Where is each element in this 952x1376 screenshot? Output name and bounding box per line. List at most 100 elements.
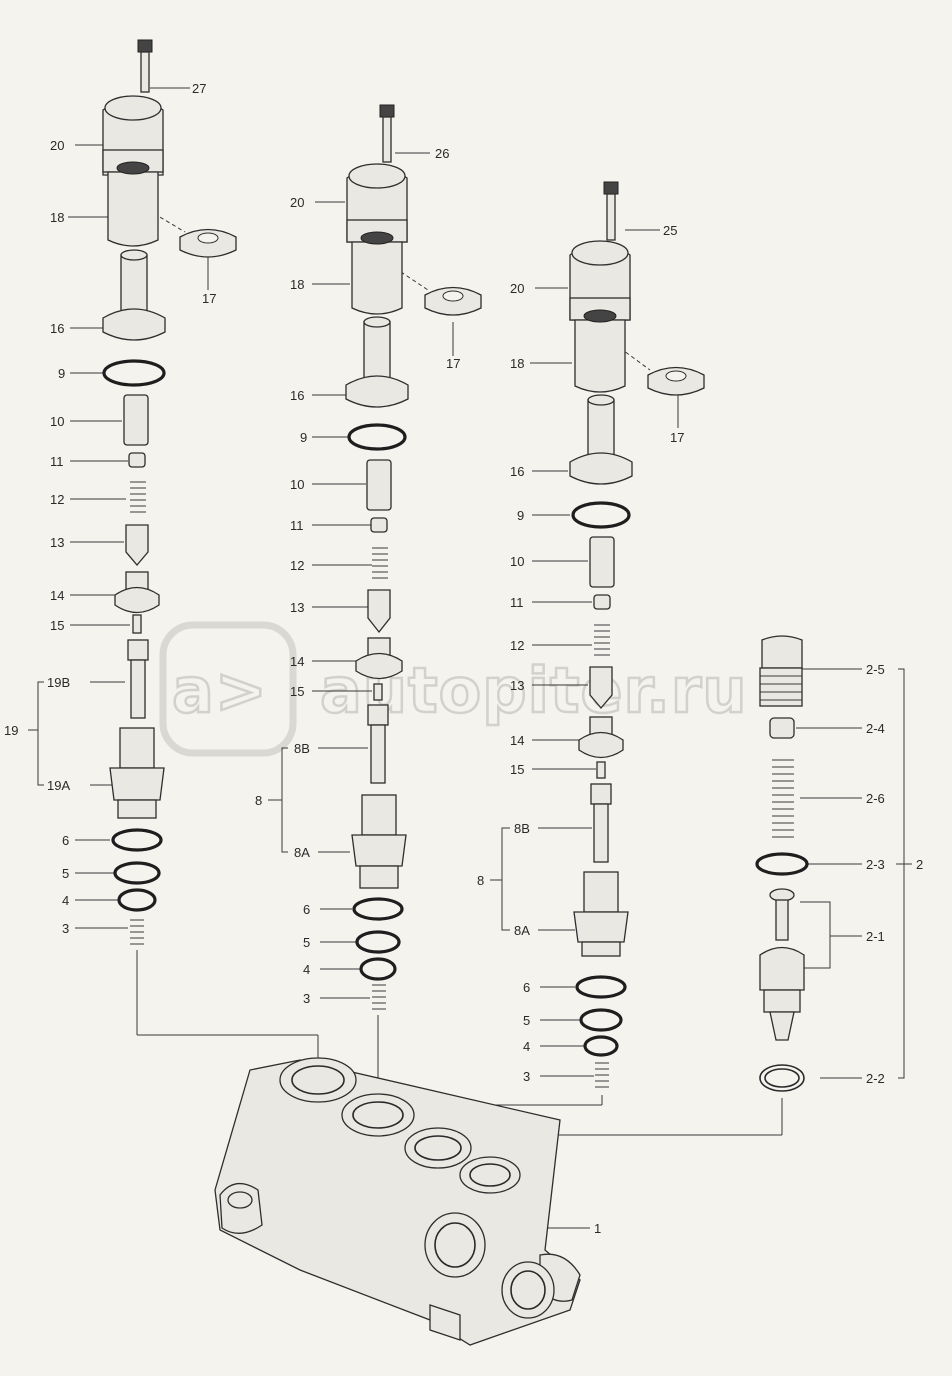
- label-18: 18: [510, 356, 524, 371]
- poppet-13: [125, 524, 149, 567]
- spacer-10: [366, 459, 392, 511]
- o-ring-4: [359, 957, 397, 981]
- seal-2-2: [759, 1064, 805, 1092]
- o-ring-9: [347, 423, 407, 451]
- label-8b: 8B: [294, 741, 310, 756]
- o-ring-4: [117, 888, 157, 912]
- label-6: 6: [523, 980, 530, 995]
- pipe-fitting-25: [603, 181, 619, 241]
- sleeve-18: [351, 231, 403, 315]
- body-8a: [573, 871, 629, 957]
- label-16: 16: [510, 464, 524, 479]
- label-18: 18: [50, 210, 64, 225]
- label-14: 14: [50, 588, 64, 603]
- label-3: 3: [62, 921, 69, 936]
- o-ring-6: [352, 897, 404, 921]
- label-5: 5: [523, 1013, 530, 1028]
- seat-11: [370, 517, 388, 533]
- label-2-2: 2-2: [866, 1071, 885, 1086]
- o-ring-6: [575, 975, 627, 999]
- label-13: 13: [510, 678, 524, 693]
- cap-2-4: [769, 717, 795, 739]
- label-13: 13: [290, 600, 304, 615]
- labels-column-d: 2-5 2-4 2-6 2-3 2 2-1 2-2: [866, 662, 923, 1086]
- o-ring-6: [111, 828, 163, 852]
- label-19b: 19B: [47, 675, 70, 690]
- label-18: 18: [290, 277, 304, 292]
- label-9: 9: [517, 508, 524, 523]
- label-15: 15: [50, 618, 64, 633]
- label-19a: 19A: [47, 778, 70, 793]
- pin-15: [373, 683, 383, 701]
- valve-body-1: [214, 1057, 581, 1346]
- spring-12: [594, 624, 610, 656]
- label-12: 12: [290, 558, 304, 573]
- label-2-5: 2-5: [866, 662, 885, 677]
- column-d-parts: [755, 635, 809, 1092]
- valve-assembly-2-1: [759, 888, 805, 1041]
- label-11: 11: [290, 518, 304, 533]
- label-12: 12: [50, 492, 64, 507]
- label-2-1: 2-1: [866, 929, 885, 944]
- spring-12: [372, 547, 388, 579]
- labels-column-c: 25 20 18 17 16 9 10 11 12 13 14 15 8 8B …: [477, 223, 684, 1084]
- label-8a: 8A: [514, 923, 530, 938]
- poppet-13: [589, 666, 613, 710]
- labels-column-b: 26 20 18 17 16 9 10 11 12 13 14 15 8 8B …: [255, 146, 460, 1006]
- watermark-logo-mark: a>: [172, 654, 268, 727]
- spring-12: [130, 481, 146, 513]
- column-a-parts: [102, 39, 237, 945]
- label-10: 10: [290, 477, 304, 492]
- spring-2-6: [772, 759, 794, 838]
- body-19a: [109, 727, 165, 819]
- spacer-10: [123, 394, 149, 446]
- poppet-13: [367, 589, 391, 634]
- label-4: 4: [523, 1039, 530, 1054]
- label-16: 16: [50, 321, 64, 336]
- pin-15: [596, 761, 606, 779]
- label-19: 19: [4, 723, 18, 738]
- o-ring-5: [113, 861, 161, 885]
- stem-19b: [127, 639, 149, 719]
- sleeve-18: [574, 309, 626, 393]
- seat-11: [128, 452, 146, 468]
- spring-3: [130, 919, 144, 945]
- spacer-10: [589, 536, 615, 588]
- o-ring-5: [355, 930, 401, 954]
- label-2-3: 2-3: [866, 857, 885, 872]
- stem-8b: [367, 704, 389, 784]
- label-20: 20: [290, 195, 304, 210]
- plunger-16: [569, 394, 633, 485]
- leader-lines: [28, 87, 912, 1229]
- label-10: 10: [50, 414, 64, 429]
- o-ring-9: [571, 501, 631, 529]
- watermark-logo-frame: [159, 621, 297, 757]
- o-ring-9: [102, 359, 166, 387]
- label-11: 11: [50, 454, 64, 469]
- nut-20: [569, 240, 631, 321]
- seat-11: [593, 594, 611, 610]
- label-1: 1: [594, 1221, 601, 1236]
- guide-14: [355, 637, 403, 680]
- label-3: 3: [523, 1069, 530, 1084]
- label-2-6: 2-6: [866, 791, 885, 806]
- plunger-16: [102, 249, 166, 341]
- spring-3: [595, 1062, 609, 1088]
- label-8b: 8B: [514, 821, 530, 836]
- label-27: 27: [192, 81, 206, 96]
- nut-20: [346, 163, 408, 243]
- o-ring-2-3: [755, 852, 809, 876]
- label-3: 3: [303, 991, 310, 1006]
- label-4: 4: [303, 962, 310, 977]
- label-2: 2: [916, 857, 923, 872]
- label-9: 9: [300, 430, 307, 445]
- label-20: 20: [50, 138, 64, 153]
- label-15: 15: [510, 762, 524, 777]
- plug-2-5: [759, 635, 803, 707]
- spring-3: [372, 984, 386, 1010]
- label-16: 16: [290, 388, 304, 403]
- pipe-fitting-26: [379, 104, 395, 163]
- sleeve-18: [107, 161, 159, 247]
- label-25: 25: [663, 223, 677, 238]
- label-11: 11: [510, 595, 524, 610]
